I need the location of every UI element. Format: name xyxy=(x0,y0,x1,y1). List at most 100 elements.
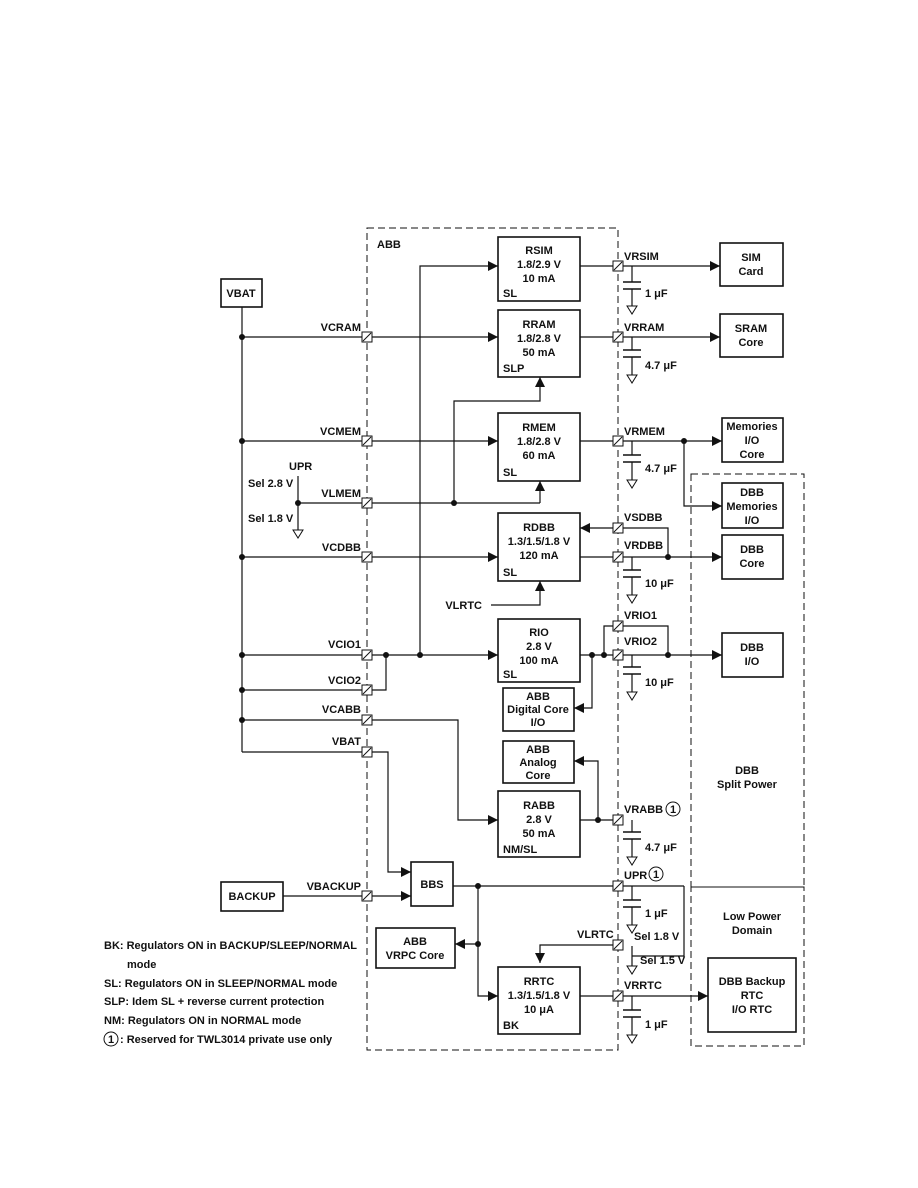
svg-text:4.7 μF: 4.7 μF xyxy=(645,360,677,372)
regulator-rio: RIO 2.8 V 100 mA SL xyxy=(497,618,581,683)
dbb-split-power-region: DBB Split Power xyxy=(690,473,805,888)
svg-text:Core: Core xyxy=(739,449,764,461)
regulator-rrtc: RRTC 1.3/1.5/1.8 V 10 μA BK xyxy=(497,966,581,1035)
svg-text:DBB: DBB xyxy=(735,765,759,777)
svg-text:Core: Core xyxy=(739,558,764,570)
svg-text:: Reserved for TWL3014 private: : Reserved for TWL3014 private use only xyxy=(120,1034,333,1046)
svg-text:SLP: Idem SL + reverse current: SLP: Idem SL + reverse current protectio… xyxy=(104,996,324,1008)
svg-text:UPR: UPR xyxy=(289,461,312,473)
svg-text:VLMEM: VLMEM xyxy=(321,488,361,500)
block-dbb-backup-rtc: DBB Backup RTC I/O RTC xyxy=(707,957,797,1033)
svg-text:2.8 V: 2.8 V xyxy=(526,814,552,826)
svg-text:4.7 μF: 4.7 μF xyxy=(645,842,677,854)
svg-text:1: 1 xyxy=(653,869,659,881)
svg-text:Core: Core xyxy=(525,770,550,782)
svg-text:ABB: ABB xyxy=(403,936,427,948)
svg-text:SL: SL xyxy=(503,669,517,681)
svg-text:SL: Regulators ON in SLEEP/NOR: SL: Regulators ON in SLEEP/NORMAL mode xyxy=(104,978,337,990)
svg-text:VRRAM: VRRAM xyxy=(624,322,664,334)
svg-text:Sel 1.5 V: Sel 1.5 V xyxy=(640,955,686,967)
svg-text:RABB: RABB xyxy=(523,800,555,812)
svg-text:VCABB: VCABB xyxy=(322,704,361,716)
svg-text:VCIO1: VCIO1 xyxy=(328,639,361,651)
svg-text:50 mA: 50 mA xyxy=(522,347,555,359)
svg-text:Memories: Memories xyxy=(726,501,777,513)
svg-text:Sel 1.8 V: Sel 1.8 V xyxy=(634,931,680,943)
regulator-rmem: RMEM 1.8/2.8 V 60 mA SL xyxy=(497,412,581,482)
legend: BK: Regulators ON in BACKUP/SLEEP/NORMAL… xyxy=(104,940,357,1046)
svg-text:VCMEM: VCMEM xyxy=(320,426,361,438)
svg-text:Memories: Memories xyxy=(726,421,777,433)
svg-text:10 μA: 10 μA xyxy=(524,1004,554,1016)
svg-text:I/O: I/O xyxy=(745,435,760,447)
svg-text:BBS: BBS xyxy=(420,879,443,891)
svg-text:SIM: SIM xyxy=(741,252,761,264)
block-dbb-core: DBB Core xyxy=(721,534,784,580)
svg-text:SL: SL xyxy=(503,567,517,579)
svg-text:RMEM: RMEM xyxy=(522,422,556,434)
svg-text:I/O: I/O xyxy=(531,717,546,729)
svg-text:1.8/2.8 V: 1.8/2.8 V xyxy=(517,333,562,345)
svg-text:1 μF: 1 μF xyxy=(645,908,668,920)
block-dbb-memories-io: DBB Memories I/O xyxy=(721,482,784,529)
svg-text:1.8/2.8 V: 1.8/2.8 V xyxy=(517,436,562,448)
svg-text:VRSIM: VRSIM xyxy=(624,251,659,263)
svg-text:DBB Backup: DBB Backup xyxy=(719,976,786,988)
svg-text:SL: SL xyxy=(503,288,517,300)
block-sim-card: SIM Card xyxy=(719,242,784,287)
svg-text:Core: Core xyxy=(738,337,763,349)
svg-text:ABB: ABB xyxy=(526,744,550,756)
svg-text:I/O: I/O xyxy=(745,515,760,527)
svg-text:VLRTC: VLRTC xyxy=(577,929,614,941)
svg-text:VBAT: VBAT xyxy=(226,288,255,300)
svg-text:VBACKUP: VBACKUP xyxy=(307,881,361,893)
svg-text:BACKUP: BACKUP xyxy=(228,891,275,903)
pins xyxy=(361,260,624,1002)
svg-text:VCRAM: VCRAM xyxy=(321,322,361,334)
svg-text:DBB: DBB xyxy=(740,487,764,499)
block-abb-digital-core: ABB Digital Core I/O xyxy=(502,687,575,732)
svg-text:Sel 2.8 V: Sel 2.8 V xyxy=(248,478,294,490)
svg-text:VBAT: VBAT xyxy=(332,736,361,748)
block-vbat: VBAT xyxy=(220,278,263,308)
svg-text:SRAM: SRAM xyxy=(735,323,767,335)
svg-text:2.8 V: 2.8 V xyxy=(526,641,552,653)
svg-text:VLRTC: VLRTC xyxy=(445,600,482,612)
svg-text:DBB: DBB xyxy=(740,544,764,556)
reserved-markers: 1 1 1 xyxy=(103,801,681,1047)
svg-text:Digital Core: Digital Core xyxy=(507,704,569,716)
block-sram-core: SRAM Core xyxy=(719,313,784,358)
svg-text:Sel 1.8 V: Sel 1.8 V xyxy=(248,513,294,525)
svg-text:50 mA: 50 mA xyxy=(522,828,555,840)
svg-text:VRRTC: VRRTC xyxy=(624,980,662,992)
svg-text:RIO: RIO xyxy=(529,627,549,639)
block-memories-io-core: Memories I/O Core xyxy=(721,417,784,463)
low-power-domain-region: Low Power Domain xyxy=(690,886,805,1047)
svg-text:100 mA: 100 mA xyxy=(519,655,558,667)
junction-dots xyxy=(239,334,687,947)
svg-text:VRMEM: VRMEM xyxy=(624,426,665,438)
svg-text:NM: Regulators ON in NORMAL mo: NM: Regulators ON in NORMAL mode xyxy=(104,1015,301,1027)
svg-text:BK: BK xyxy=(503,1020,519,1032)
svg-text:I/O RTC: I/O RTC xyxy=(732,1004,772,1016)
svg-text:VRIO2: VRIO2 xyxy=(624,636,657,648)
block-abb-analog-core: ABB Analog Core xyxy=(502,740,575,784)
input-labels: VCRAM VCMEM UPR Sel 2.8 V VLMEM Sel 1.8 … xyxy=(248,322,482,893)
svg-text:I/O: I/O xyxy=(745,656,760,668)
svg-text:1 μF: 1 μF xyxy=(645,1019,668,1031)
capacitor-labels: 1 μF 4.7 μF 4.7 μF 10 μF 10 μF 4.7 μF 1 … xyxy=(645,288,677,1031)
capacitor-plates xyxy=(623,281,641,1018)
svg-text:NM/SL: NM/SL xyxy=(503,844,538,856)
block-dbb-io: DBB I/O xyxy=(721,632,784,678)
svg-text:mode: mode xyxy=(127,959,156,971)
svg-text:Split Power: Split Power xyxy=(717,779,778,791)
abb-region: ABB xyxy=(366,227,619,1051)
block-bbs: BBS xyxy=(410,861,454,907)
svg-text:VRIO1: VRIO1 xyxy=(624,610,657,622)
svg-text:RSIM: RSIM xyxy=(525,245,553,257)
svg-text:Card: Card xyxy=(738,266,763,278)
svg-text:Domain: Domain xyxy=(732,925,773,937)
svg-text:Analog: Analog xyxy=(519,757,556,769)
svg-text:1: 1 xyxy=(670,804,676,816)
